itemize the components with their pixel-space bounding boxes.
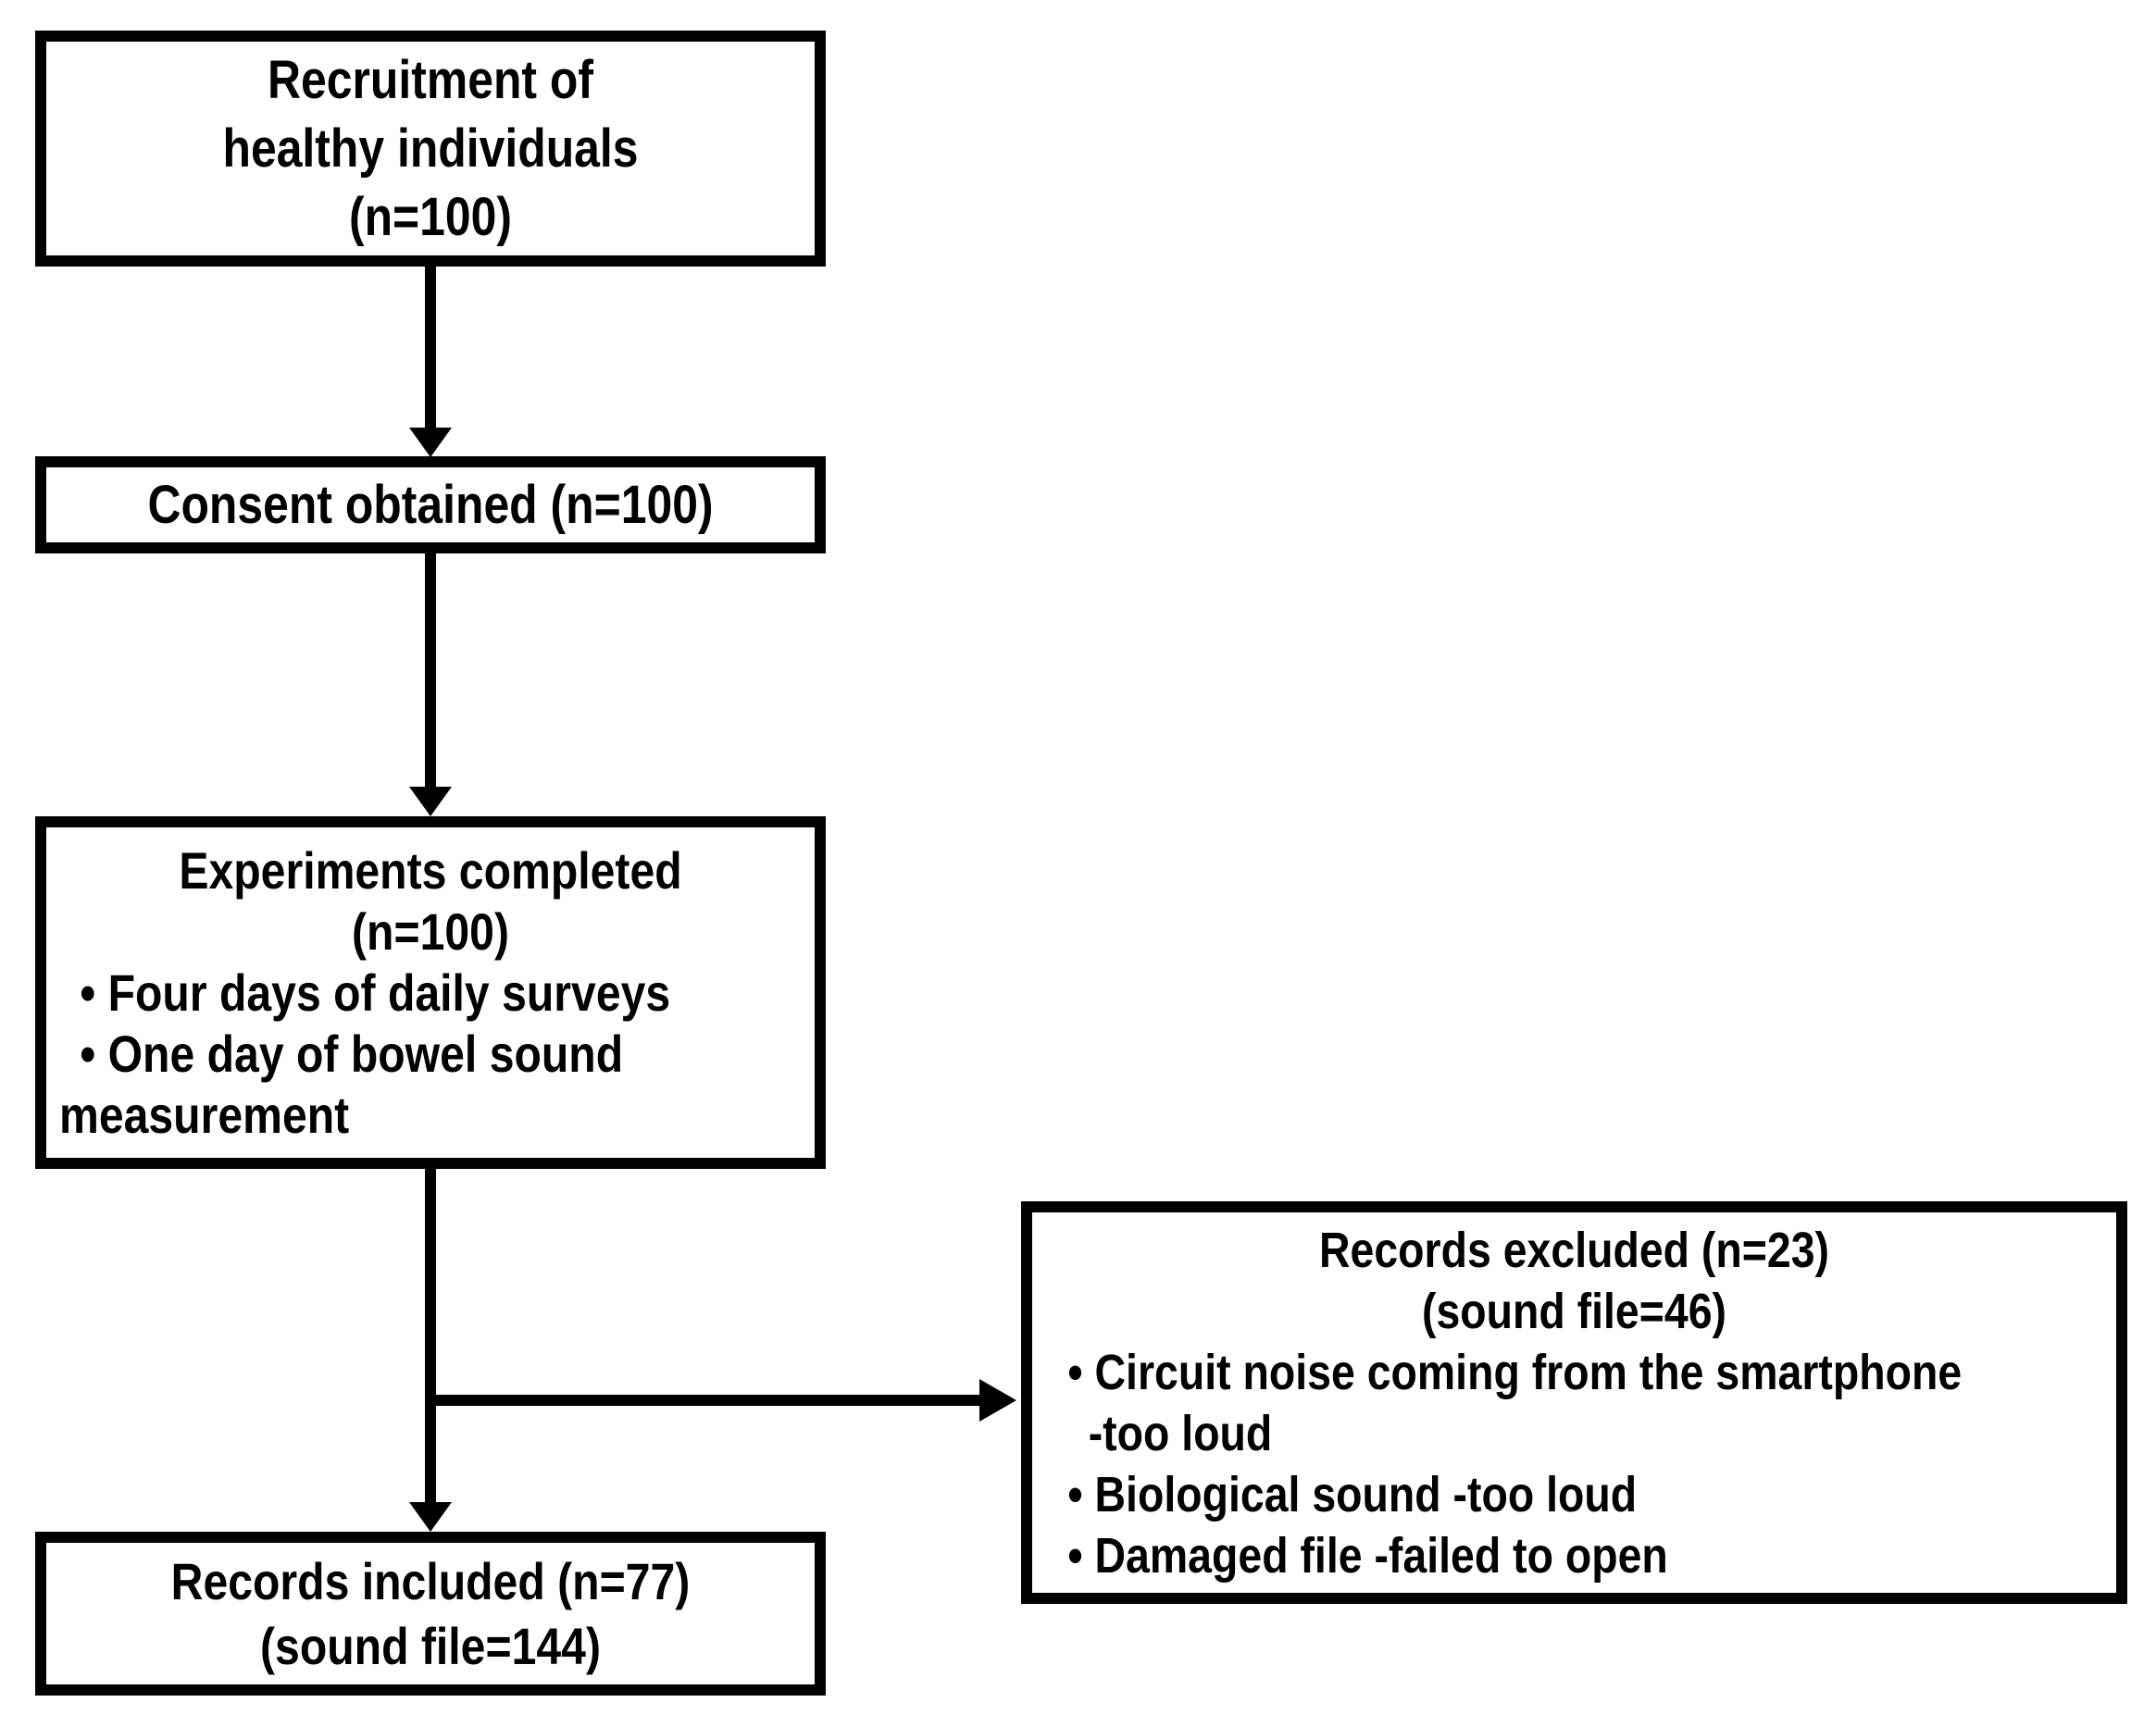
box-recruitment-count: (n=100) <box>348 186 513 247</box>
box-experiments-bullet-2: • One day of bowel sound <box>80 1024 624 1083</box>
box-recruitment-line-2: healthy individuals <box>222 118 639 179</box>
connector-experiments-to-included <box>425 1167 436 1506</box>
box-included-line-1: Records included (n=77) <box>170 1551 691 1610</box>
box-excluded-bullet-1: • Circuit noise coming from the smartpho… <box>1067 1344 1963 1400</box>
box-excluded-bullet-1-continuation: -too loud <box>1088 1405 1273 1461</box>
box-recruitment: Recruitment of healthy individuals (n=10… <box>35 31 826 267</box>
box-excluded-title: Records excluded (n=23) <box>1318 1222 1830 1278</box>
box-experiments: Experiments completed (n=100) • Four day… <box>35 816 826 1169</box>
box-experiments-title: Experiments completed <box>179 840 682 900</box>
box-excluded: Records excluded (n=23) (sound file=46) … <box>1021 1201 2127 1604</box>
connector-recruitment-to-consent <box>425 265 436 431</box>
connector-consent-to-experiments <box>425 552 436 790</box>
box-experiments-bullet-1: • Four days of daily surveys <box>80 963 671 1022</box>
box-consent: Consent obtained (n=100) <box>35 456 826 553</box>
box-included: Records included (n=77) (sound file=144) <box>35 1532 826 1696</box>
box-included-line-2: (sound file=144) <box>260 1616 601 1675</box>
arrow-down-icon <box>409 428 452 457</box>
box-experiments-count: (n=100) <box>352 901 509 961</box>
box-consent-line: Consent obtained (n=100) <box>147 474 714 535</box>
box-excluded-bullet-3: • Damaged file -failed to open <box>1067 1527 1668 1584</box>
arrow-down-icon <box>409 787 452 816</box>
arrow-right-icon <box>979 1379 1016 1422</box>
box-experiments-bullet-2-continuation: measurement <box>59 1085 350 1144</box>
box-excluded-bullet-2: • Biological sound -too loud <box>1067 1466 1638 1522</box>
arrow-down-icon <box>409 1502 452 1532</box>
connector-branch-to-excluded <box>425 1395 980 1406</box>
box-recruitment-line-1: Recruitment of <box>268 49 593 110</box>
box-excluded-count: (sound file=46) <box>1421 1283 1727 1339</box>
